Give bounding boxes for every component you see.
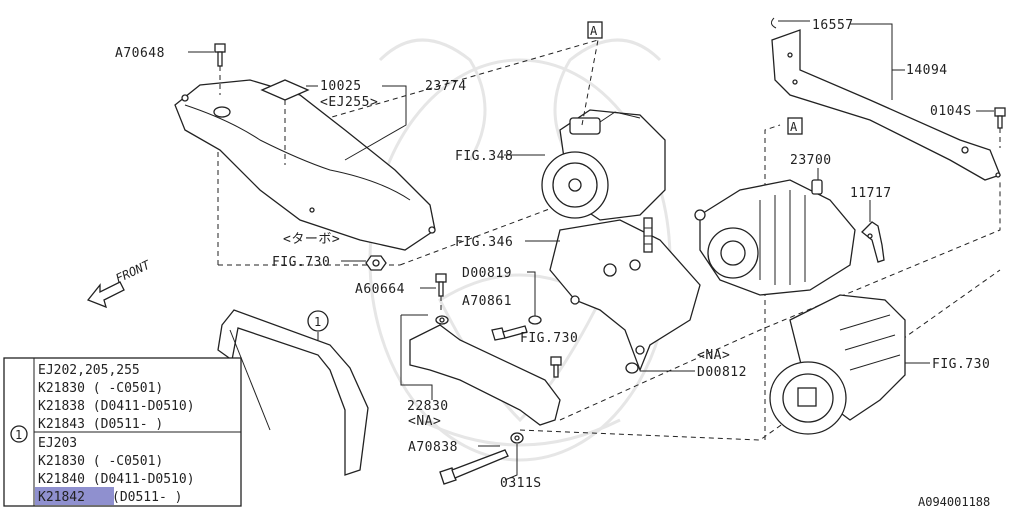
label-a70861[interactable]: A70861 [462,294,512,309]
label-a60664[interactable]: A60664 [355,282,405,297]
table-index-text: 1 [15,428,22,442]
ref-a-mid-text: A [790,120,798,134]
table-index-callout: 1 [10,425,28,443]
callout-1-text: 1 [314,315,321,329]
callout-1[interactable]: 1 [307,310,329,332]
diagram-id: A094001188 [918,495,990,509]
label-0104s[interactable]: 0104S [930,104,972,119]
table-row[interactable]: K21830 ( -C0501) [38,381,163,396]
label-11717[interactable]: 11717 [850,186,892,201]
label-23774[interactable]: 23774 [425,79,467,94]
label-plate-10025[interactable] [260,79,310,101]
table-group-1-header: EJ202,205,255 [38,363,140,378]
table-row-highlighted-part[interactable]: K21842 [38,490,85,505]
label-na-2: <NA> [408,414,441,429]
stay-14094[interactable] [771,29,1001,181]
label-fig730-right[interactable]: FIG.730 [932,357,990,372]
washer-d00812[interactable] [625,362,639,374]
bolt-a70861[interactable] [491,325,528,341]
washer-d00819[interactable] [528,315,542,325]
label-22830[interactable]: 22830 [407,399,449,414]
front-arrow: FRONT [86,257,153,309]
alternator-23700[interactable] [694,179,856,296]
table-row-highlighted-range: (D0511- ) [112,490,182,505]
bolt-a60664[interactable] [435,273,447,312]
table-row[interactable]: K21838 (D0411-D0510) [38,399,195,414]
label-fig730-mid[interactable]: FIG.730 [520,331,578,346]
label-14094[interactable]: 14094 [906,63,948,78]
bracket-11717[interactable] [861,221,885,263]
bolt-0104s[interactable] [994,107,1006,148]
parts-table: 1 EJ202,205,255 K21830 ( -C0501) K21838 … [3,357,242,507]
label-ej255: <EJ255> [320,95,378,110]
label-d00819[interactable]: D00819 [462,266,512,281]
ref-box-a-top[interactable]: A [587,21,603,39]
drive-belt[interactable] [217,309,369,476]
label-0311s[interactable]: 0311S [500,476,542,491]
pump-bracket[interactable] [549,217,701,372]
table-row[interactable]: K21840 (D0411-D0510) [38,472,195,487]
bolt-a70838[interactable] [439,449,509,485]
label-turbo: <ターボ> [283,232,340,247]
table-group-2-header: EJ203 [38,436,77,451]
label-10025[interactable]: 10025 [320,79,362,94]
table-row[interactable]: K21830 ( -C0501) [38,454,163,469]
assembly-guide-lines [217,39,1001,441]
highlight-box [35,487,114,505]
label-d00812[interactable]: D00812 [697,365,747,380]
label-a70838[interactable]: A70838 [408,440,458,455]
label-fig346[interactable]: FIG.346 [455,235,513,250]
power-steering-pump[interactable] [541,39,666,221]
label-23700[interactable]: 23700 [790,153,832,168]
ref-box-a-mid[interactable]: A [787,117,803,135]
table-row[interactable]: K21843 (D0511- ) [38,417,163,432]
label-a70648[interactable]: A70648 [115,46,165,61]
label-fig348[interactable]: FIG.348 [455,149,513,164]
leader-lines [188,20,994,481]
ref-a-top-text: A [590,24,598,38]
clip-16557[interactable] [770,17,777,29]
nut-fig730-left[interactable] [365,255,387,271]
bolt-22830-mount[interactable] [550,356,562,378]
washer-0311s[interactable] [510,432,524,444]
label-fig730-left[interactable]: FIG.730 [272,255,330,270]
ac-compressor[interactable] [769,294,906,435]
turbo-heat-shield-23774[interactable] [174,79,436,251]
label-16557[interactable]: 16557 [812,18,854,33]
bracket-22830[interactable] [409,315,561,426]
label-na-1: <NA> [697,348,730,363]
front-text: FRONT [113,257,152,285]
bolt-a70648[interactable] [214,43,226,95]
